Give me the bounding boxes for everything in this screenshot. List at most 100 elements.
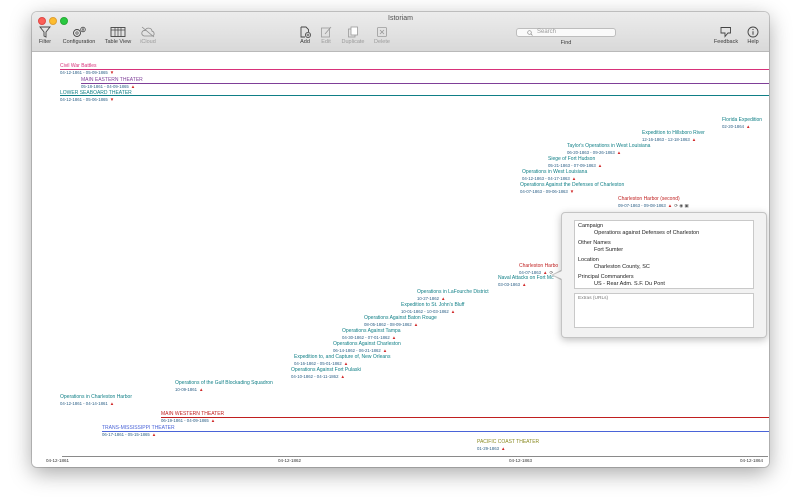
- timeline-view[interactable]: Civil War Battles 04-12-1861 - 05-09-186…: [32, 53, 769, 467]
- table-view-button[interactable]: Table View: [102, 26, 134, 50]
- event-dates: 02-20-1864▲: [722, 124, 751, 129]
- zoom-window-button[interactable]: [60, 17, 68, 25]
- popover-arrow-fill: [553, 271, 562, 279]
- duplicate-label: Duplicate: [341, 39, 365, 45]
- event-name: Operations Against Charleston: [333, 341, 401, 347]
- event-name: Taylor's Operations in West Louisiana: [567, 143, 651, 149]
- event-name: Operations of the Gulf Blockading Squadr…: [175, 380, 273, 386]
- add-label: Add: [300, 39, 310, 45]
- event-name: Operations Against the Defenses of Charl…: [520, 182, 625, 188]
- event-dates: 06-14-1862 - 06-21-1862▲: [333, 348, 388, 353]
- event-dates: 05-18-1861 - 04-09-1865▲: [81, 84, 136, 89]
- filter-button[interactable]: Filter: [36, 26, 54, 50]
- field-label: Campaign: [578, 223, 604, 229]
- event-dates: 10-01-1862 - 10-03-1862▲: [401, 309, 456, 314]
- field-value: Fort Sumter: [594, 246, 624, 253]
- configuration-button[interactable]: Configuration: [59, 26, 99, 50]
- timeline-event[interactable]: Operations Against Charleston 06-14-1862…: [333, 341, 401, 354]
- timeline-event[interactable]: PACIFIC COAST THEATER 01-29-1863▲: [477, 439, 539, 452]
- axis-tick-label: 04-12-1864: [740, 458, 764, 463]
- event-dates: 04-16-1862 - 05-01-1862▲: [294, 361, 349, 366]
- gears-icon: [73, 26, 86, 37]
- icloud-label: iCloud: [140, 39, 156, 45]
- timeline-event[interactable]: Florida Expedition 02-20-1864▲: [722, 117, 762, 130]
- event-dates: 04-12-1861 - 05-06-1865▼: [60, 97, 115, 102]
- event-name: PACIFIC COAST THEATER: [477, 439, 540, 445]
- search-placeholder: Search: [537, 29, 557, 35]
- event-name: Operations in Charleston Harbor: [60, 394, 132, 400]
- axis-tick-label: 04-12-1862: [278, 458, 302, 463]
- timeline-event[interactable]: Operations of the Gulf Blockading Squadr…: [175, 380, 273, 393]
- axis-tick-label: 04-12-1863: [509, 458, 533, 463]
- timeline-event[interactable]: LOWER SEABOARD THEATER 04-12-1861 - 05-0…: [60, 90, 132, 103]
- add-document-icon: [300, 26, 311, 38]
- timeline-event[interactable]: Operations Against Tampa 04-30-1862 - 07…: [342, 328, 401, 341]
- field-label: Location: [578, 257, 599, 263]
- icloud-button[interactable]: iCloud: [136, 26, 160, 50]
- event-name: Operations in LaFourche District: [417, 289, 489, 295]
- minimize-window-button[interactable]: [49, 17, 57, 25]
- timeline-event[interactable]: Naval Attacks on Fort Mc 03-03-1863▲: [498, 275, 554, 288]
- event-name: Operations Against Tampa: [342, 328, 401, 334]
- timeline-event[interactable]: Civil War Battles 04-12-1861 - 05-09-186…: [60, 63, 114, 76]
- edit-pencil-icon: [321, 26, 332, 38]
- search-icon: [527, 30, 533, 36]
- field-label: Principal Commanders: [578, 274, 634, 280]
- main-eastern-theater-bar: [81, 83, 769, 84]
- edit-button[interactable]: Edit: [318, 26, 334, 50]
- extras-placeholder: Extras (URLs): [578, 296, 609, 301]
- event-name: LOWER SEABOARD THEATER: [60, 90, 132, 96]
- add-button[interactable]: Add: [296, 26, 314, 50]
- timeline-event[interactable]: Operations Against the Defenses of Charl…: [520, 182, 624, 195]
- field-value: Charleston County, SC: [594, 263, 650, 270]
- timeline-event[interactable]: MAIN WESTERN THEATER 06-19-1861 - 04-09-…: [161, 411, 224, 424]
- timeline-event[interactable]: Expedition to Hillsboro River 12-16-1863…: [642, 130, 705, 143]
- event-dates: 06-17-1861 - 05-15-1865▲: [102, 432, 157, 437]
- timeline-event[interactable]: MAIN EASTERN THEATER 05-18-1861 - 04-09-…: [81, 77, 143, 90]
- delete-label: Delete: [374, 39, 390, 45]
- search-input[interactable]: Search: [516, 28, 616, 37]
- field-value: Operations against Defenses of Charlesto…: [594, 229, 700, 236]
- app-window: Istoriam Filter Configuration: [32, 12, 769, 467]
- delete-icon: [377, 27, 387, 37]
- event-name: MAIN EASTERN THEATER: [81, 77, 143, 83]
- duplicate-button[interactable]: Duplicate: [338, 26, 368, 50]
- axis-tick-label: 04-12-1861: [46, 458, 70, 463]
- timeline-event-selected[interactable]: Charleston Harbor (second) 09-07-1863 - …: [618, 196, 689, 209]
- event-dates: 04-30-1862 - 07-01-1862▲: [342, 335, 397, 340]
- timeline-event[interactable]: Operations in West Louisiana 04-12-1863 …: [522, 169, 587, 182]
- timeline-event[interactable]: Expedition to St. John's Bluff 10-01-186…: [401, 302, 464, 315]
- timeline-event[interactable]: Operations Against Baton Rouge 08-05-186…: [364, 315, 437, 328]
- event-name: Expedition to Hillsboro River: [642, 130, 705, 136]
- event-dates: 04-12-1863 - 04-17-1863▲: [522, 176, 577, 181]
- event-dates: 09-07-1863 - 09-08-1863▲⟳ ◉ ▣: [618, 203, 689, 208]
- event-dates: 03-03-1863▲: [498, 282, 527, 287]
- event-dates: 04-10-1862 - 04-11-1862▲: [291, 374, 345, 379]
- timeline-event[interactable]: Expedition to, and Capture of, New Orlea…: [294, 354, 390, 367]
- help-button[interactable]: Help: [743, 26, 763, 50]
- delete-button[interactable]: Delete: [370, 26, 394, 50]
- table-view-label: Table View: [104, 39, 132, 45]
- event-dates: 01-29-1863▲: [477, 446, 506, 451]
- event-dates: 10-27-1862▲: [417, 296, 446, 301]
- timeline-event[interactable]: Operations in Charleston Harbor 04-12-18…: [60, 394, 132, 407]
- close-window-button[interactable]: [38, 17, 46, 25]
- timeline-event[interactable]: TRANS-MISSISSIPPI THEATER 06-17-1861 - 0…: [102, 425, 175, 438]
- event-name: TRANS-MISSISSIPPI THEATER: [102, 425, 175, 431]
- feedback-icon: [720, 27, 731, 38]
- timeline-event[interactable]: Siege of Fort Hudson 05-21-1863 - 07-09-…: [548, 156, 602, 169]
- details-text-area[interactable]: Campaign Operations against Defenses of …: [574, 220, 754, 289]
- window-title: Istoriam: [388, 15, 413, 22]
- timeline-event[interactable]: Operations in LaFourche District 10-27-1…: [417, 289, 489, 302]
- find-label: Find: [560, 40, 572, 46]
- event-dates: 06-19-1861 - 04-09-1865▲: [161, 418, 216, 423]
- event-dates: 12-16-1863 - 12-18-1863▲: [642, 137, 697, 142]
- duplicate-icon: [348, 26, 358, 38]
- feedback-button[interactable]: Feedback: [711, 26, 741, 50]
- timeline-event[interactable]: Operations Against Fort Pulaski 04-10-18…: [291, 367, 361, 380]
- event-name: Charleston Harbo: [519, 263, 559, 269]
- event-name: Expedition to, and Capture of, New Orlea…: [294, 354, 391, 360]
- event-name: Operations Against Baton Rouge: [364, 315, 437, 321]
- extras-urls-field[interactable]: Extras (URLs): [574, 293, 754, 328]
- timeline-event[interactable]: Taylor's Operations in West Louisiana 06…: [567, 143, 650, 156]
